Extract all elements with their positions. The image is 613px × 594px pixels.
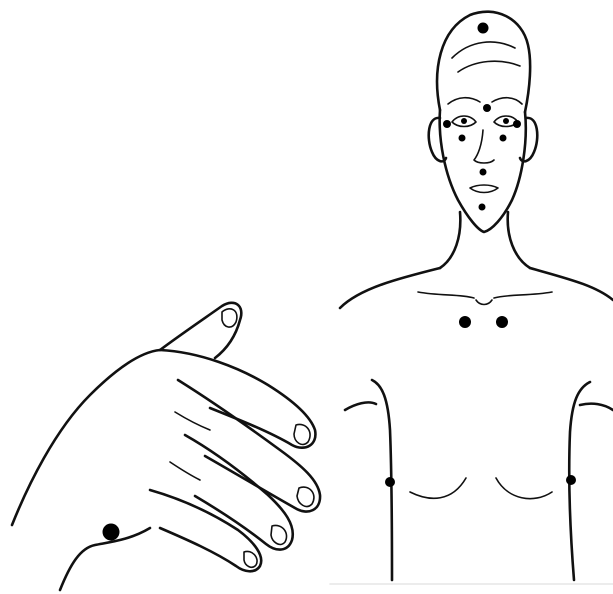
collarbone-right <box>494 292 552 298</box>
right-ear <box>520 118 537 162</box>
index-nail <box>294 424 310 444</box>
left-pupil <box>461 118 467 124</box>
hand-knuckle-crease-2 <box>170 462 200 480</box>
torso-drawing <box>330 12 613 584</box>
collarbone-left <box>418 292 474 298</box>
right-pectoral <box>496 478 552 499</box>
ring-nail <box>271 525 287 544</box>
left-chest-point <box>459 316 471 328</box>
thumb-nail <box>222 309 237 327</box>
left-temple-point <box>443 120 451 128</box>
upper-lip-point <box>480 169 487 176</box>
right-under-eye-point <box>500 135 507 142</box>
hand-ring-finger <box>185 435 293 550</box>
shoulder-left <box>340 268 440 308</box>
hand-drawing <box>12 303 320 590</box>
right-pupil <box>503 118 509 124</box>
mouth <box>470 185 498 193</box>
left-under-eye-point <box>459 135 466 142</box>
left-pectoral <box>410 478 466 498</box>
crown-point <box>478 23 489 34</box>
right-arm-outer <box>580 404 613 410</box>
hair-strands <box>452 42 520 72</box>
hand-wrist-outline <box>12 350 160 525</box>
left-eyebrow <box>448 98 480 104</box>
neck-left <box>440 212 460 268</box>
right-side-point <box>566 475 576 485</box>
right-chest-point <box>496 316 508 328</box>
sternal-notch <box>476 300 492 305</box>
neck-right <box>508 212 530 268</box>
middle-nail <box>297 487 314 506</box>
chin-point <box>479 204 486 211</box>
left-side-point <box>385 477 395 487</box>
right-temple-point <box>513 120 521 128</box>
nose <box>474 130 494 163</box>
left-arm-outer <box>345 402 376 410</box>
little-nail <box>244 551 257 567</box>
right-eyebrow <box>492 98 522 104</box>
hand-point <box>103 524 120 541</box>
hand-index-finger <box>160 350 315 448</box>
brow-center-point <box>483 104 491 112</box>
shoulder-right <box>530 268 613 300</box>
hand-knuckle-crease <box>175 412 210 430</box>
